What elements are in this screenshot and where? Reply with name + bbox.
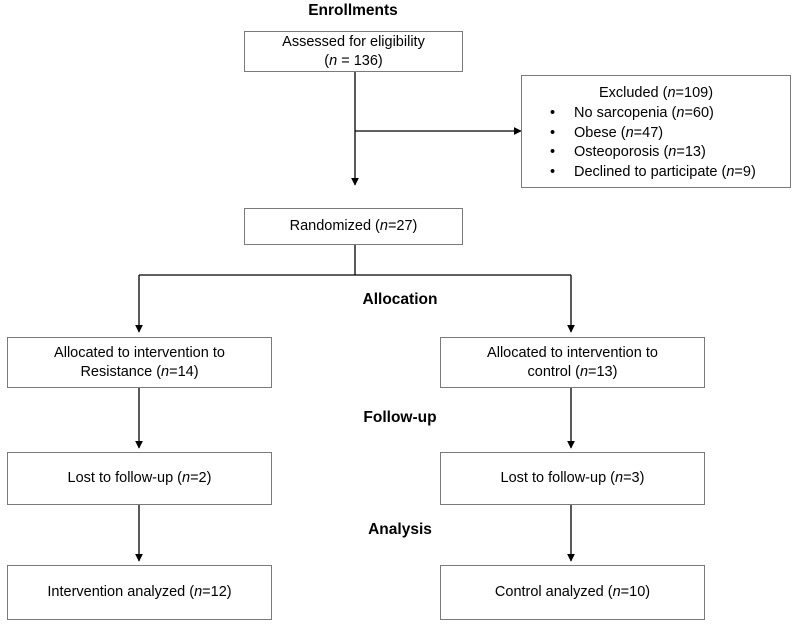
assessed-count: (n = 136) (324, 52, 383, 69)
lost-right-text: Lost to follow-up (n=3) (500, 470, 645, 486)
alloc-right-count: control (n=13) (527, 363, 618, 380)
excluded-reason-item: •Osteoporosis (n=13) (522, 143, 790, 163)
bullet-icon: • (550, 124, 556, 141)
bullet-icon: • (550, 144, 556, 160)
node-randomized: Randomized (n=27) (244, 208, 463, 245)
section-label-analysis: Analysis (368, 521, 432, 538)
analyzed-left-text: Intervention analyzed (n=12) (47, 584, 232, 600)
node-control-analyzed: Control analyzed (n=10) (440, 565, 705, 620)
excluded-reason-item: •No sarcopenia (n=60) (522, 104, 790, 124)
node-allocated-resistance: Allocated to intervention to Resistance … (7, 337, 272, 388)
node-lost-followup-left: Lost to follow-up (n=2) (7, 452, 272, 505)
assessed-line1: Assessed for eligibility (282, 33, 425, 50)
node-allocated-control: Allocated to intervention to control (n=… (440, 337, 705, 388)
node-assessed-for-eligibility: Assessed for eligibility (n = 136) (244, 31, 463, 72)
excluded-title: Excluded (n=109) (598, 85, 714, 101)
lost-left-text: Lost to follow-up (n=2) (67, 470, 212, 486)
section-label-followup: Follow-up (363, 409, 437, 426)
alloc-left-line1: Allocated to intervention to (54, 344, 225, 361)
excluded-reason-item: •Obese (n=47) (522, 124, 790, 144)
section-label-enrollments: Enrollments (308, 2, 398, 19)
bullet-icon: • (550, 105, 556, 121)
bullet-icon: • (550, 163, 556, 180)
randomized-text: Randomized (n=27) (289, 218, 418, 234)
excluded-reason-item: •Declined to participate (n=9) (522, 163, 790, 183)
analyzed-right-text: Control analyzed (n=10) (494, 584, 651, 600)
node-intervention-analyzed: Intervention analyzed (n=12) (7, 565, 272, 620)
node-lost-followup-right: Lost to follow-up (n=3) (440, 452, 705, 505)
node-excluded: Excluded (n=109) •No sarcopenia (n=60) •… (521, 75, 791, 188)
excluded-reason-list: •No sarcopenia (n=60) •Obese (n=47) •Ost… (522, 104, 790, 182)
alloc-left-count: Resistance (n=14) (80, 363, 199, 380)
alloc-right-line1: Allocated to intervention to (487, 344, 658, 361)
section-label-allocation: Allocation (362, 291, 438, 308)
